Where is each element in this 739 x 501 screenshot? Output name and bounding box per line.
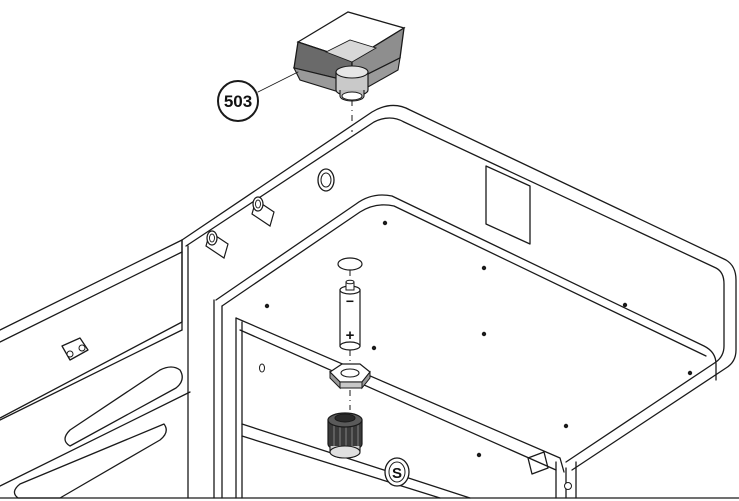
brand-logo-emblem: S bbox=[384, 457, 410, 487]
battery-mount-hole bbox=[337, 257, 363, 271]
battery-cap bbox=[327, 412, 363, 459]
side-nozzle-2 bbox=[205, 230, 229, 259]
top-panel-square-cutout bbox=[485, 165, 531, 245]
callout-leader-line bbox=[257, 71, 299, 93]
side-slot-lower bbox=[13, 423, 167, 499]
battery: − + bbox=[339, 279, 361, 351]
machine-body bbox=[0, 104, 739, 499]
battery-assembly: − + bbox=[327, 257, 371, 459]
top-panel-inner-edge bbox=[185, 117, 725, 463]
cap-part-503 bbox=[292, 11, 406, 102]
hex-nut bbox=[329, 363, 371, 390]
callout-503: 503 bbox=[217, 71, 299, 122]
corner-bracket bbox=[527, 451, 572, 490]
battery-plus-sign: + bbox=[346, 327, 355, 344]
side-latch bbox=[61, 337, 89, 361]
screw-holes bbox=[264, 220, 693, 458]
battery-minus-sign: − bbox=[346, 293, 354, 309]
front-small-hole bbox=[259, 363, 265, 373]
bottom-panel-edge bbox=[215, 194, 717, 381]
callout-circle bbox=[217, 80, 259, 122]
brand-logo-glyph: S bbox=[392, 465, 402, 482]
top-panel-outline bbox=[181, 104, 737, 471]
side-nozzle-1 bbox=[251, 196, 275, 227]
side-round-hole bbox=[317, 168, 335, 192]
callout-label: 503 bbox=[224, 92, 252, 111]
side-slot-upper bbox=[64, 366, 183, 447]
